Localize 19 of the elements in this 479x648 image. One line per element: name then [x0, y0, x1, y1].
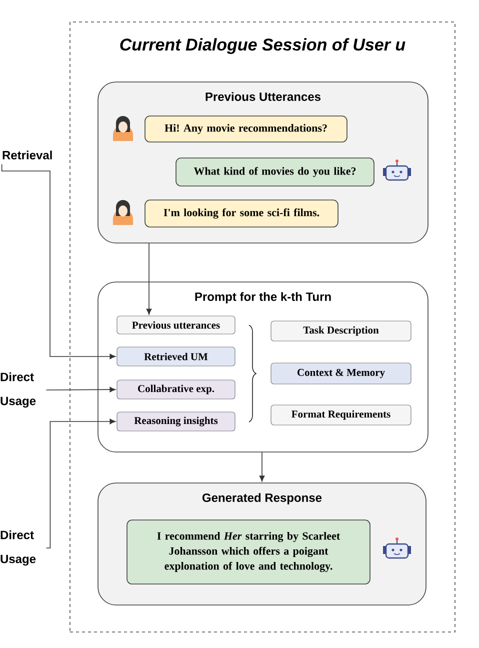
side-label: Direct Usage — [0, 530, 36, 566]
prompt-item-box: Context & Memory — [270, 362, 412, 384]
arrow — [1, 164, 116, 360]
prompt-item-box: Format Requirements — [270, 404, 412, 426]
arrow — [46, 418, 116, 548]
speech-bubble: Hi! Any movie recommendations? — [144, 116, 348, 142]
arrow — [259, 452, 265, 482]
prompt-item-box: Previous utterances — [116, 316, 236, 334]
speech-bubble: I recommend Her starring by Scarleet Johansson which offers a poigant explonation of love and technology. — [126, 520, 370, 584]
prompt-item-box: Retrieved UM — [116, 346, 236, 366]
speech-bubble: I'm looking for some sci-fi films. — [144, 200, 338, 228]
speech-bubble: What kind of movies do you like? — [176, 158, 374, 186]
prompt-item-box: Task Description — [270, 320, 412, 342]
side-label: Direct Usage — [0, 372, 36, 408]
prompt-item-box: Collabrative exp. — [116, 380, 236, 400]
prompt-item-box: Reasoning insights — [116, 412, 236, 432]
side-label: Retrieval — [2, 150, 52, 160]
arrow — [146, 243, 152, 315]
arrow — [46, 386, 116, 392]
